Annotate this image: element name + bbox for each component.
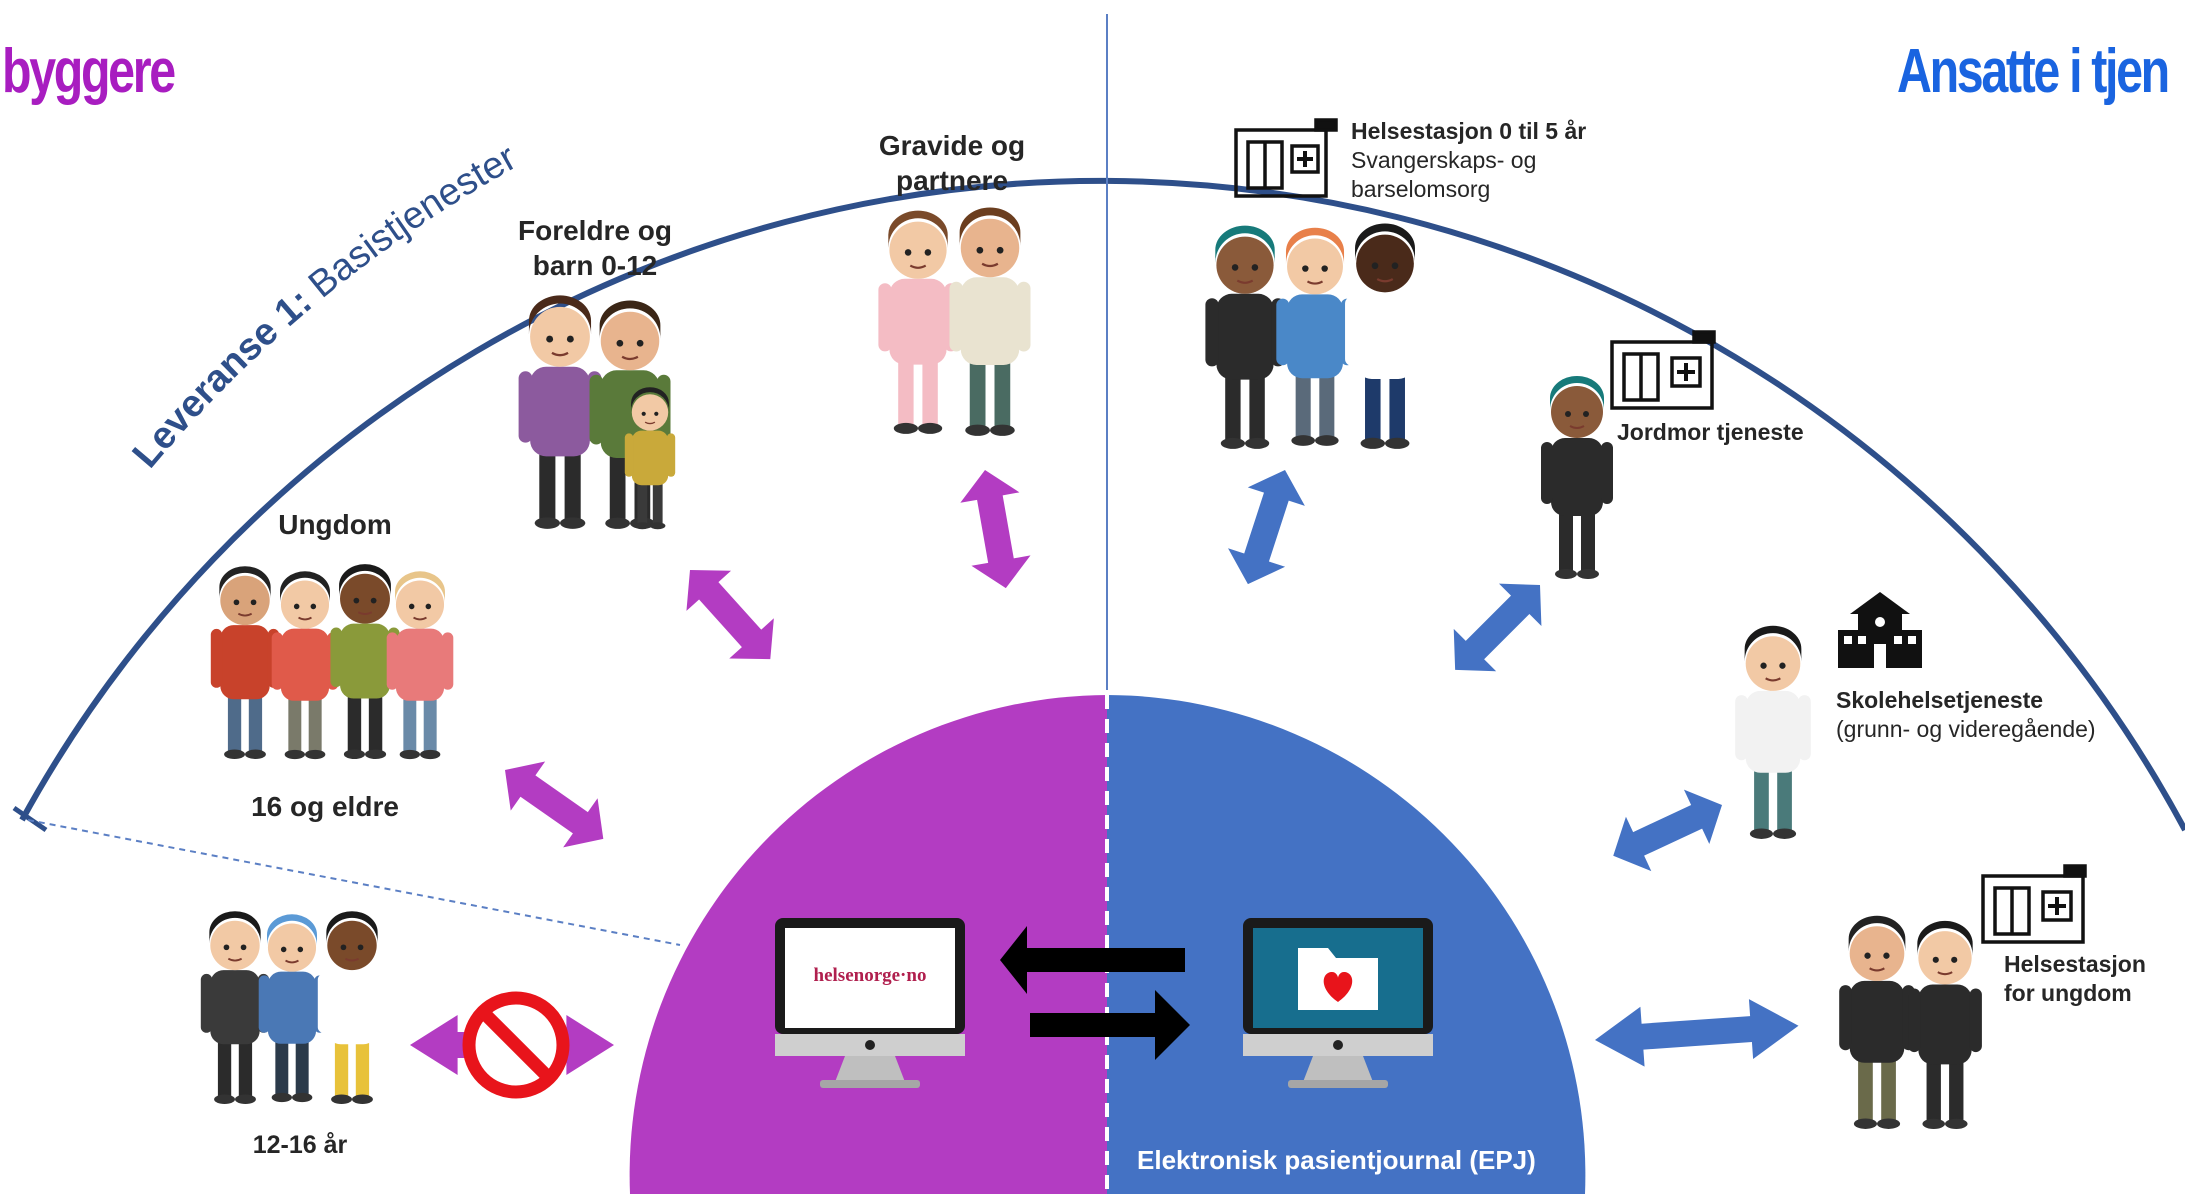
hospital-icon (1610, 330, 1716, 410)
arrow-ungdom (487, 745, 621, 864)
hospital-icon (1234, 118, 1338, 198)
person-young2 (258, 914, 326, 1103)
ungdom-stasjon-line1: Helsestasjon (2004, 951, 2146, 977)
label-foreldre-line1: Foreldre og (517, 215, 672, 246)
person-mother (518, 295, 602, 529)
person-young1 (200, 911, 270, 1105)
skole-sub: (grunn- og videregående) (1836, 715, 2096, 742)
age-boundary-line (27, 819, 681, 946)
heart-folder-icon (1298, 948, 1378, 1010)
service-helsestasjon-ungdom: Helsestasjon for ungdom (2004, 950, 2146, 1008)
person-teen4 (386, 571, 454, 760)
label-gravide-line1: Gravide og (878, 130, 1026, 161)
arrow-jordmor (1433, 563, 1562, 692)
ungdom-stasjon-line2: for ungdom (2004, 979, 2132, 1006)
service-helsestasjon: Helsestasjon 0 til 5 år Svangerskaps- og… (1351, 117, 1586, 203)
person-ungdom-staff2 (1908, 920, 1982, 1129)
helsestasjon-line1: Svangerskaps- og (1351, 146, 1537, 173)
person-young3 (317, 911, 387, 1105)
label-foreldre-line2: barn 0-12 (532, 250, 658, 281)
school-icon (1838, 592, 1922, 668)
person-staff1 (1205, 225, 1285, 449)
label-foreldre: Foreldre og barn 0-12 (505, 213, 685, 283)
person-teen2 (271, 571, 339, 760)
arrow-helsestasjon-ungdom (1592, 995, 1801, 1070)
person-teen3 (330, 564, 400, 760)
helsestasjon-line2: barselomsorg (1351, 175, 1491, 202)
person-jordmor (1541, 376, 1613, 579)
arrow-helsestasjon (1219, 460, 1314, 594)
monitor-icon (775, 918, 965, 1088)
header-right: Ansatte i tjen (1897, 37, 2170, 106)
arrow-gravide (955, 464, 1036, 594)
arrow-skole (1600, 777, 1735, 883)
helsenorge-logo: helsenorge·no (813, 965, 927, 986)
exchange-arrows (1000, 926, 1190, 1060)
person-partner (949, 207, 1031, 436)
helsestasjon-title: Helsestasjon 0 til 5 år (1351, 118, 1587, 144)
person-ungdom-staff1 (1839, 915, 1915, 1129)
service-skole: Skolehelsetjeneste (grunn- og videregåen… (1836, 686, 2096, 744)
arc-label: Leveranse 1:Basistjenester (125, 136, 524, 476)
skole-title: Skolehelsetjeneste (1836, 687, 2044, 713)
arrow-foreldre (667, 549, 793, 680)
label-ungdom: Ungdom (278, 509, 392, 540)
label-ungdom-age: 16 og eldre (251, 791, 399, 822)
arc-end-tick (12, 805, 48, 833)
no-entry-icon (462, 991, 570, 1099)
person-staff3 (1345, 223, 1425, 449)
hospital-icon (1981, 864, 2087, 944)
service-jordmor: Jordmor tjeneste (1617, 419, 1804, 445)
epj-label: Elektronisk pasientjournal (EPJ) (1137, 1145, 1536, 1175)
person-teen1 (210, 566, 280, 760)
label-young: 12-16 år (252, 1131, 348, 1159)
label-gravide-line2: partnere (895, 165, 1009, 196)
person-child (624, 387, 676, 530)
header-left: byggere (2, 37, 176, 106)
person-staff2 (1276, 227, 1354, 446)
label-gravide: Gravide og partnere (862, 128, 1042, 198)
person-skole (1735, 625, 1811, 839)
person-gravid (878, 210, 958, 434)
